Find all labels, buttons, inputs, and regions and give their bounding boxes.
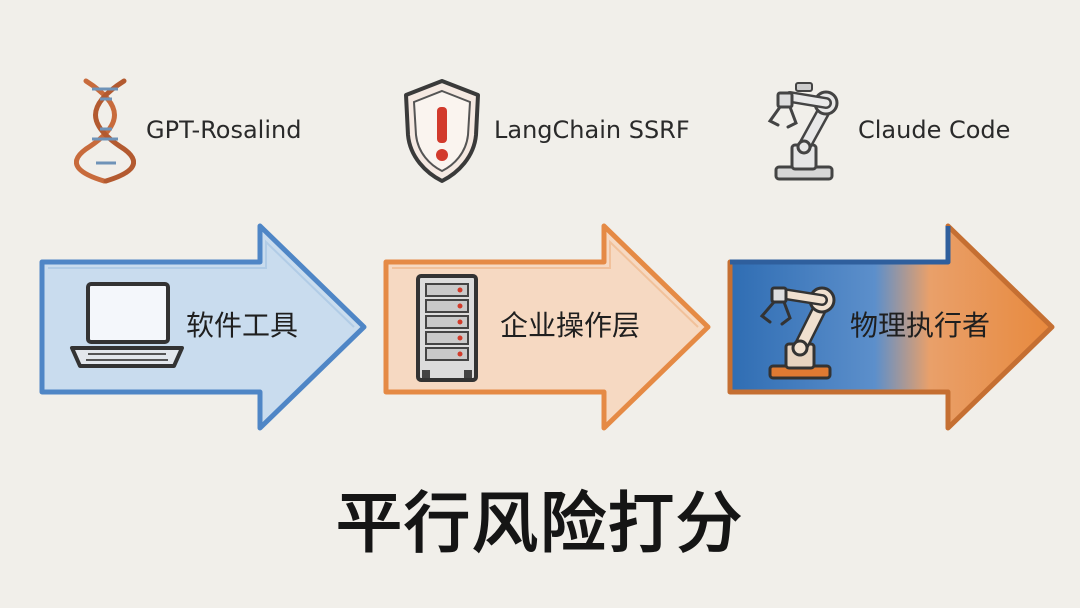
top-item-label: GPT-Rosalind [146, 116, 301, 144]
arrow-software-tools: 软件工具 [38, 222, 368, 432]
arrow-enterprise-operations: 企业操作层 [382, 222, 712, 432]
top-item-langchain-ssrf: LangChain SSRF [400, 55, 690, 205]
page-title: 平行风险打分 [0, 470, 1080, 566]
top-item-label: LangChain SSRF [494, 116, 690, 144]
top-item-label: Claude Code [858, 116, 1010, 144]
top-item-claude-code: Claude Code [756, 55, 1010, 205]
dna-icon [74, 75, 136, 185]
top-row: GPT-Rosalind LangChain SSRF [0, 55, 1080, 205]
arrow-label: 软件工具 [186, 304, 298, 344]
arrow-label: 企业操作层 [500, 304, 640, 344]
arrow-label: 物理执行者 [850, 304, 990, 344]
arrow-physical-executor: 物理执行者 [726, 222, 1056, 432]
robot-arm-icon [756, 75, 848, 185]
top-item-gpt-rosalind: GPT-Rosalind [74, 55, 301, 205]
warning-shield-icon [400, 75, 484, 185]
